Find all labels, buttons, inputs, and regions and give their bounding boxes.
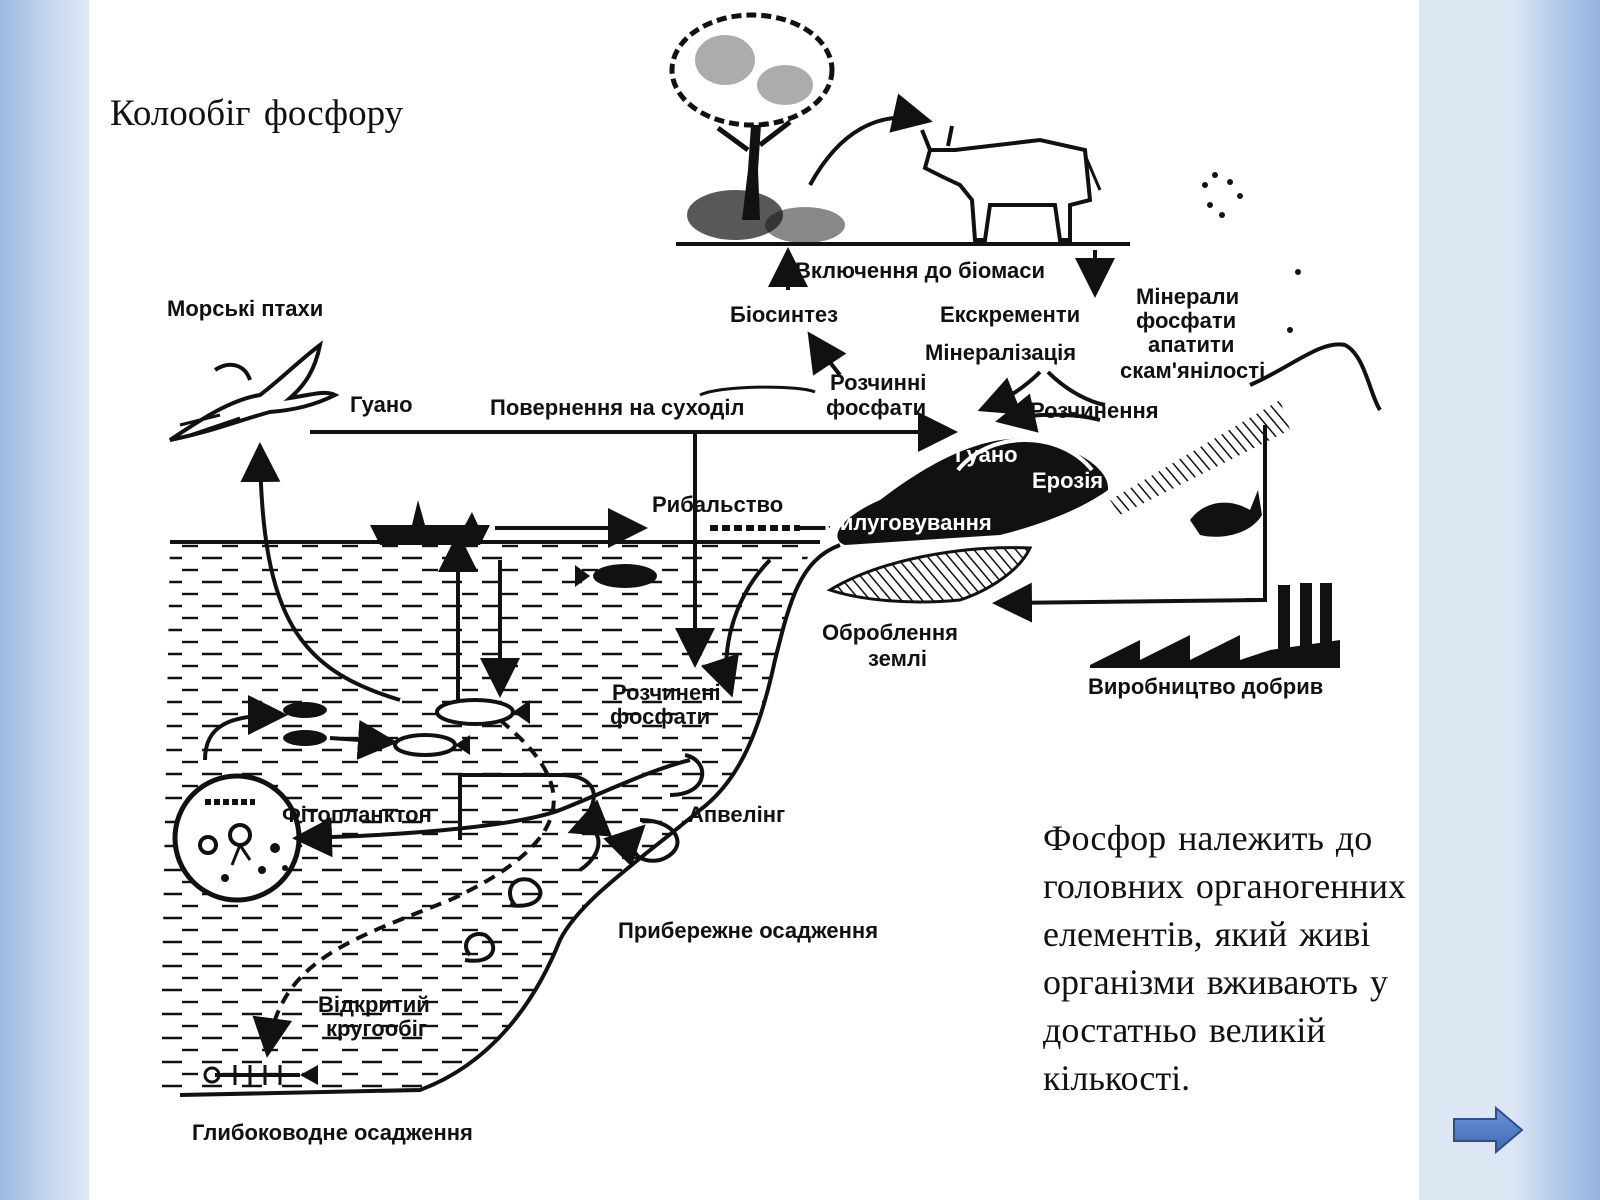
label-open-1: Відкритий — [318, 992, 430, 1017]
description-line: достатньо великій — [1043, 1010, 1326, 1050]
label-excrements: Екскременти — [940, 302, 1080, 327]
arrow-tree-to-cow — [808, 93, 933, 186]
mountain-outline — [1249, 342, 1382, 412]
label-minerals-2: фосфати — [1136, 308, 1236, 333]
label-upwelling: Апвелінг — [688, 802, 785, 827]
label-open-2: кругообіг — [326, 1016, 427, 1041]
ship-icon — [370, 500, 490, 545]
description-line: Фосфор належить до — [1043, 818, 1373, 858]
label-cultivation-2: землі — [868, 646, 927, 671]
label-fertilizer: Виробництво добрив — [1088, 674, 1323, 699]
label-soluble-1: Розчинні — [830, 370, 926, 395]
label-guano: Гуано — [350, 392, 413, 417]
tree-icon — [669, 12, 845, 243]
coastal-loop-2 — [464, 932, 496, 963]
arrow-leaching-into-sea — [700, 558, 772, 698]
label-minerals-3: апатити — [1148, 332, 1234, 357]
slide-title: Колообіг фосфору — [110, 93, 404, 134]
label-phytoplankton: Фітопланктон — [282, 802, 432, 827]
label-mineralization: Мінералізація — [925, 340, 1076, 365]
sinking-dashed-path — [252, 718, 556, 1058]
label-sea-birds: Морські птахи — [167, 296, 323, 321]
label-deep-sea: Глибоководне осадження — [192, 1120, 473, 1145]
label-return-to-land: Повернення на суходіл — [490, 395, 744, 420]
birds-icon — [1202, 172, 1301, 333]
seabed-profile — [179, 543, 841, 1097]
arrow-factory-to-soil — [992, 582, 1266, 623]
phytoplankton-circle — [172, 773, 302, 903]
label-leaching: Вилуговування — [824, 510, 992, 535]
arrow-dissolution — [995, 393, 1101, 433]
label-biomass: Включення до біомаси — [795, 258, 1045, 283]
label-minerals-1: Мінерали — [1136, 284, 1239, 309]
description-line: елементів, який живі — [1043, 914, 1371, 954]
description-line: кількості. — [1043, 1058, 1191, 1098]
label-biosynthesis: Біосинтез — [730, 302, 838, 327]
hatched-slope — [1110, 400, 1290, 515]
arrow-fish-to-bird — [240, 442, 401, 702]
next-slide-button[interactable] — [1452, 1105, 1524, 1155]
label-guano-rock: Гуано — [955, 442, 1018, 467]
arrow-dissolved-to-phytoplankton — [292, 758, 691, 858]
label-cultivation-1: Оброблення — [822, 620, 958, 645]
skull-icon — [1190, 490, 1262, 537]
sea-bird-icon — [168, 340, 340, 442]
label-erosion: Ерозія — [1032, 468, 1103, 493]
description-line: головних органогенних — [1043, 866, 1406, 906]
label-dissolved-1: Розчинені — [612, 680, 721, 705]
guano-arc — [956, 438, 1094, 472]
label-dissolution: Розчинення — [1030, 398, 1159, 423]
upwelling-loop-3 — [669, 753, 705, 797]
fish-skeleton-icon — [203, 1065, 318, 1085]
upwelling-loop-1 — [603, 818, 680, 867]
arrow-mineralization-right — [1046, 370, 1106, 407]
return-to-soluble-bracket — [699, 385, 816, 397]
guano-landmass — [837, 438, 1109, 545]
cow-icon — [920, 125, 1102, 242]
arrow-soluble-to-biosynthesis — [807, 331, 847, 377]
label-coastal: Прибережне осадження — [618, 918, 878, 943]
arrow-food-chain-1 — [203, 695, 288, 761]
label-soluble-2: фосфати — [826, 395, 926, 420]
right-arrow-icon — [1453, 1105, 1524, 1155]
fish-school-icon — [575, 564, 657, 588]
upwelling-loop-2 — [567, 799, 613, 872]
label-dissolved-2: фосфати — [610, 704, 710, 729]
fish-icon — [283, 698, 530, 757]
coastal-loop-1 — [508, 877, 543, 908]
arrow-food-chain-2 — [329, 719, 398, 760]
factory-icon — [1090, 583, 1340, 668]
description-text: Фосфор належить до головних органогенних… — [1043, 814, 1443, 1102]
cultivated-soil — [826, 546, 1033, 604]
label-minerals-4: скам'янілості — [1120, 358, 1265, 383]
description-line: організми вживають у — [1043, 962, 1388, 1002]
label-fishing: Рибальство — [652, 492, 783, 517]
